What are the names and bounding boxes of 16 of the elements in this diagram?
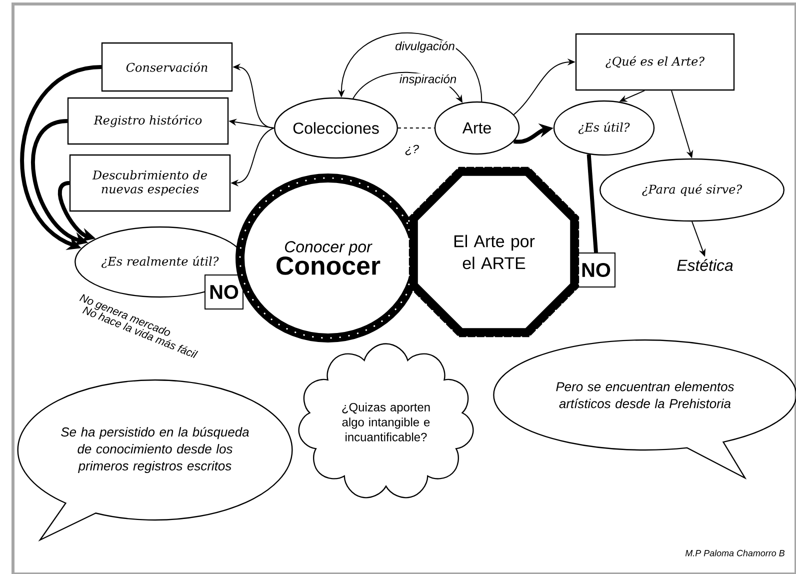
central-octagon: El Arte por el ARTE (408, 166, 580, 338)
no-tag: NO (576, 252, 616, 288)
edge-label: inspiración (398, 73, 458, 87)
edge-label: divulgación (394, 40, 456, 54)
concept-box: Conservación (101, 42, 233, 92)
thought-cloud: ¿Quizas aporten algo intangible e incuantificable? (298, 343, 474, 498)
question-box: ¿Qué es el Arte? (575, 33, 735, 91)
answer-text: Estética (677, 259, 733, 271)
concept-box: Descubrimiento de nuevas especies (69, 154, 231, 212)
connector (586, 154, 598, 253)
concept-box: Registro histórico (67, 97, 229, 145)
no-tag: NO (204, 274, 244, 310)
signature: M.P Paloma Chamorro B (685, 550, 784, 556)
speech-bubble: Se ha persistido en la búsqueda de conocimiento desde los primeros registros escritos (17, 379, 293, 541)
edge-label: ¿? (404, 144, 420, 156)
speech-bubble: Pero se encuentran elementos artísticos desde la Prehistoria (493, 339, 796, 479)
